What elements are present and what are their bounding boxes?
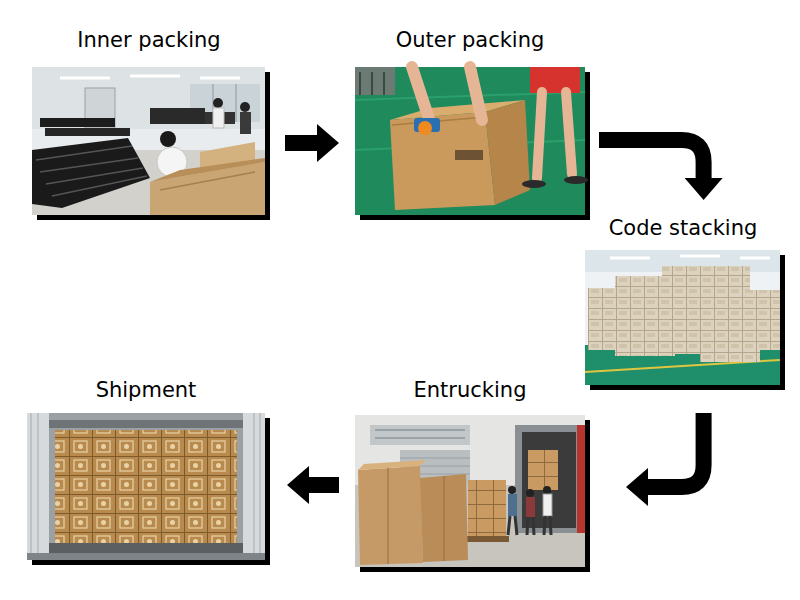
- process-step: Inner packing: [27, 22, 271, 217]
- code-stacking-photo: [585, 250, 785, 390]
- process-step: Shipment: [21, 372, 271, 562]
- inner-packing-photo: [32, 67, 270, 220]
- entrucking-photo: [355, 415, 590, 572]
- step-heading: Entrucking: [349, 372, 591, 404]
- process-step: Code stacking: [580, 210, 786, 388]
- flow-arrow: [285, 124, 339, 162]
- flow-arrow: [287, 466, 339, 504]
- shipment-photo: [27, 413, 270, 565]
- step-heading: Inner packing: [27, 22, 271, 54]
- step-heading: Code stacking: [580, 210, 786, 242]
- flow-arrow: [599, 140, 723, 200]
- process-step: Entrucking: [349, 372, 591, 568]
- process-step: Outer packing: [349, 22, 591, 217]
- flow-arrow: [626, 413, 704, 506]
- outer-packing-photo: [355, 67, 590, 220]
- step-heading: Shipment: [21, 372, 271, 404]
- step-heading: Outer packing: [349, 22, 591, 54]
